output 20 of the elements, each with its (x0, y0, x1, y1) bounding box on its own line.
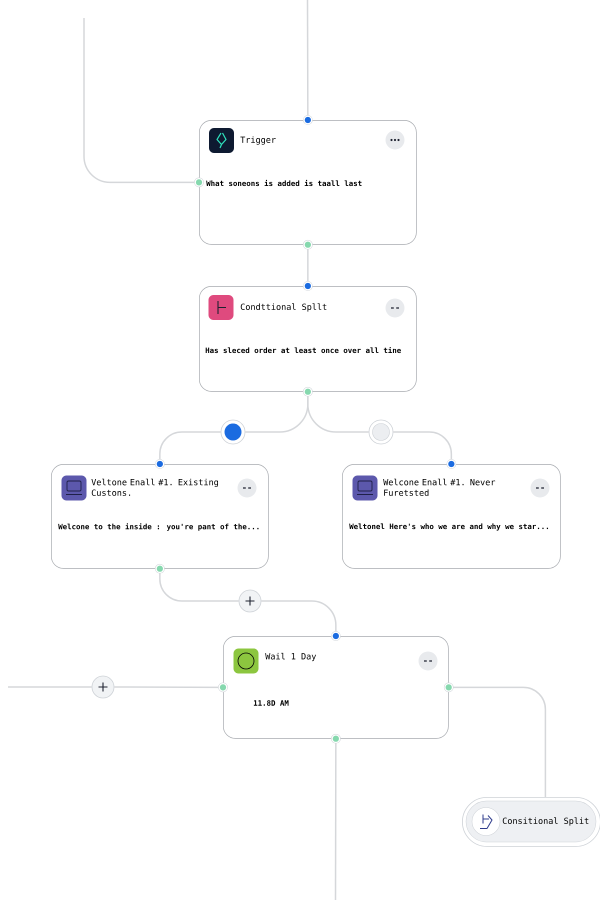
step-title: Wail 1 Day (265, 652, 316, 662)
branch-circle (220, 420, 246, 444)
branch-circle (368, 420, 394, 444)
step-title: Condttional Spllt (240, 303, 326, 312)
step-pill: Consitional Split (462, 797, 600, 847)
connector-line (453, 686, 546, 797)
step-title: Veltone Enall #1. Existing Custons. (91, 478, 218, 496)
connector-line (261, 600, 337, 632)
connector-line (307, 249, 309, 282)
connector-line (8, 686, 92, 688)
step-title: Trigger (240, 136, 276, 145)
connector-line (83, 18, 194, 184)
step-title: Welcone Enall #1. Never Furetsted (383, 478, 496, 496)
connector-line (334, 743, 337, 900)
connector-line (306, 0, 309, 116)
connector-line (307, 396, 369, 433)
connector-line (159, 573, 239, 602)
connector-line (393, 431, 452, 460)
connector-line (114, 686, 218, 688)
connector-line (159, 431, 221, 460)
